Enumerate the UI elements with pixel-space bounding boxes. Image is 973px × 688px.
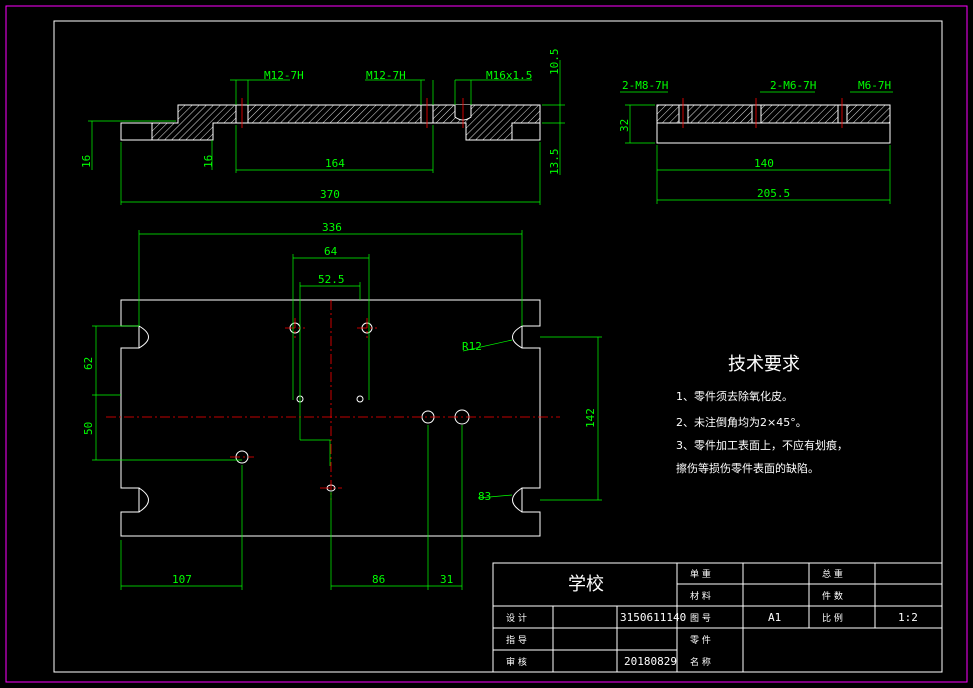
front-view-dim-164: 164 [325, 157, 345, 170]
tb-label-name: 名 称 [690, 656, 711, 668]
front-view-left-step [120, 122, 153, 141]
tb-label-part: 零 件 [690, 634, 711, 646]
title-block-school: 学校 [568, 574, 604, 595]
top-view-dim-83: 83 [478, 490, 491, 503]
side-view-hole-2 [751, 104, 762, 124]
side-view-dim-lines [620, 91, 893, 204]
top-view-outline [120, 299, 541, 537]
top-view-dim-336: 336 [322, 221, 342, 234]
side-view [656, 104, 891, 144]
side-view-hole-1 [678, 104, 689, 124]
tb-label-review: 审 核 [506, 656, 527, 668]
side-view-dim-32: 32 [618, 119, 631, 132]
top-view-dim-52-5: 52.5 [318, 273, 345, 286]
top-view-dim-50: 50 [82, 422, 95, 435]
front-view-dim-370: 370 [320, 188, 340, 201]
tb-label-design: 设 计 [506, 612, 527, 624]
note-line-4: 擦伤等损伤零件表面的缺陷。 [676, 461, 819, 475]
tb-value-drawing-no: A1 [768, 611, 781, 624]
top-view-hidden-pocket [299, 300, 331, 466]
tb-label-quantity: 件 数 [822, 590, 843, 602]
top-view-dim-lines [92, 230, 602, 590]
title-block-text: 学校 单 重 总 重 材 料 件 数 设 计 3150611140 图 号 A1… [506, 568, 918, 668]
side-view-dim-140: 140 [754, 157, 774, 170]
note-line-1: 1、零件须去除氧化皮。 [676, 389, 793, 403]
side-view-dim-205-5: 205.5 [757, 187, 790, 200]
top-view-dim-64: 64 [324, 245, 338, 258]
top-view-dim-86: 86 [372, 573, 385, 586]
front-view-dim-16-step: 16 [202, 155, 215, 168]
tb-value-date: 20180829 [624, 655, 677, 668]
side-view-hole-3 [837, 104, 848, 124]
front-view-thread-2: M12-7H [366, 69, 406, 82]
technical-notes: 技术要求 1、零件须去除氧化皮。 2、未注倒角均为2×45°。 3、零件加工表面… [676, 354, 848, 475]
front-view-dim-10-5: 10.5 [548, 49, 561, 76]
tb-label-guide: 指 导 [506, 634, 527, 646]
top-view-slot-left-lower [138, 487, 149, 513]
title-block [492, 562, 943, 673]
side-view-dim-text: 2-M8-7H 2-M6-7H M6-7H 32 140 205.5 [618, 79, 891, 200]
top-view-dim-text: 336 64 52.5 62 50 142 R12 83 107 86 31 [82, 221, 597, 586]
top-view-slot-right-upper [512, 325, 523, 349]
side-view-lower-body [656, 122, 891, 144]
top-view-dim-r12: R12 [462, 340, 482, 353]
tb-label-drawing-no: 图 号 [690, 613, 711, 624]
front-view-dim-text: M12-7H M12-7H M16x1.5 370 164 16 16 10.5… [80, 49, 561, 202]
top-view-centerlines [106, 300, 560, 500]
notes-title: 技术要求 [728, 354, 800, 375]
tb-label-scale: 比 例 [822, 612, 843, 624]
front-view-thread-1: M12-7H [264, 69, 304, 82]
side-view-thread-1: 2-M8-7H [622, 79, 668, 92]
top-view-hole-7 [356, 395, 364, 403]
side-view-centerlines [682, 98, 843, 128]
front-view-right-step [511, 122, 541, 141]
top-view-dim-31: 31 [440, 573, 453, 586]
top-view-dim-107: 107 [172, 573, 192, 586]
front-view-thread-3: M16x1.5 [486, 69, 532, 82]
front-view-dim-13-5: 13.5 [548, 149, 561, 176]
tb-label-unit: 单 重 [690, 568, 711, 580]
side-view-section-hatch [656, 104, 891, 124]
top-view-slot-right-lower [512, 487, 523, 513]
note-line-3: 3、零件加工表面上，不应有划痕， [676, 438, 848, 452]
side-view-thread-2: 2-M6-7H [770, 79, 816, 92]
top-view-slot-left-upper [138, 325, 149, 349]
tb-label-total-weight: 总 重 [822, 568, 843, 580]
tb-value-student-id: 3150611140 [620, 611, 686, 624]
tb-label-material: 材 料 [690, 590, 711, 602]
front-view-dim-lines [88, 60, 565, 205]
tb-value-scale: 1:2 [898, 611, 918, 624]
front-view-section-hatch [151, 104, 541, 141]
side-view-thread-3: M6-7H [858, 79, 891, 92]
front-view-centerlines [241, 98, 464, 128]
top-view-dim-142: 142 [584, 408, 597, 428]
note-line-2: 2、未注倒角均为2×45°。 [676, 415, 807, 429]
front-view-dim-16-left: 16 [80, 155, 93, 168]
sheet-border-outer [5, 5, 968, 683]
top-view-dim-62: 62 [82, 357, 95, 370]
front-view [120, 104, 541, 141]
